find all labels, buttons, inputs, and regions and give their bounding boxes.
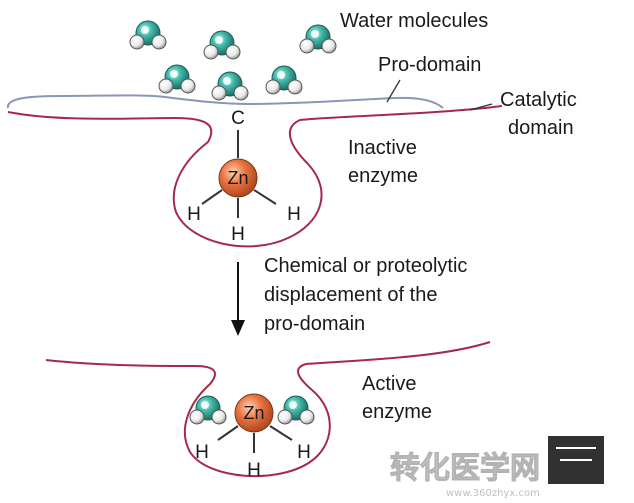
hydrogen-bond [201, 189, 223, 205]
water-molecule [265, 65, 303, 95]
watermark-text: 转化医学网 [390, 451, 540, 486]
transition-label: Chemical or proteolytic [264, 255, 467, 277]
catalytic-domain-pointer [469, 103, 493, 111]
watermark-subtext: www.360zhyx.com [446, 488, 540, 499]
hydrogen-atom-label: H [297, 442, 311, 463]
water-molecule [158, 64, 196, 94]
hydrogen-bond [253, 189, 277, 205]
pro-domain-pointer [386, 79, 401, 103]
water-molecules-label: Water molecules [340, 10, 488, 32]
pro-domain-line [6, 94, 444, 109]
zinc-label-inactive: Zn [227, 168, 248, 188]
hydrogen-atom-label: H [287, 204, 301, 225]
inactive-enzyme-label: Inactive [348, 137, 417, 159]
catalytic-domain-outline-inactive [7, 105, 503, 248]
inactive-enzyme-label: enzyme [348, 165, 418, 187]
transition-label: displacement of the [264, 284, 437, 306]
hydrogen-atom-label: H [247, 460, 261, 481]
hydrogen-atom-label: H [195, 442, 209, 463]
water-molecule [129, 20, 167, 50]
zinc-label-active: Zn [243, 403, 264, 423]
zinc-ion-active [234, 393, 274, 433]
carbon-atom-label: C [231, 108, 245, 129]
transition-label: pro-domain [264, 313, 365, 335]
zinc-ion-inactive [218, 158, 258, 198]
hydrogen-bond [269, 425, 293, 441]
hydrogen-atom-label: H [187, 204, 201, 225]
water-molecule [211, 71, 249, 101]
catalytic-domain-label: Catalytic [500, 89, 577, 111]
transition-arrow-head [231, 320, 245, 336]
catalytic-domain-outline-active [45, 341, 491, 478]
hydrogen-bond [217, 425, 239, 441]
hydrogen-atom-label: H [231, 224, 245, 245]
water-molecule [299, 24, 337, 54]
pro-domain-label: Pro-domain [378, 54, 481, 76]
active-enzyme-label: Active [362, 373, 416, 395]
water-molecule [277, 395, 315, 425]
water-molecule [203, 30, 241, 60]
active-enzyme-label: enzyme [362, 401, 432, 423]
catalytic-domain-label: domain [508, 117, 574, 139]
